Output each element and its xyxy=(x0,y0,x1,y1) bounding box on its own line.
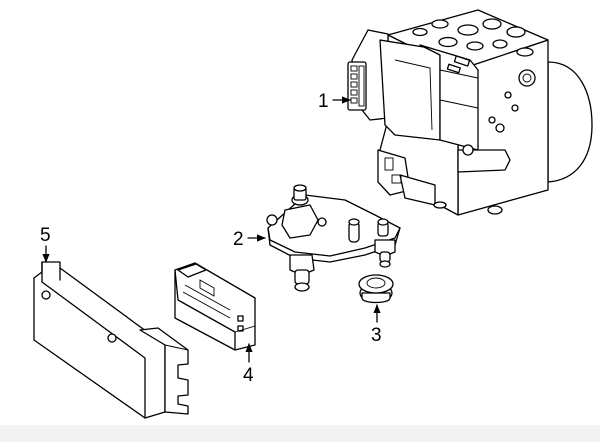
callout-label-3: 3 xyxy=(371,325,382,346)
callout-1: 1 xyxy=(318,91,351,112)
callout-2: 2 xyxy=(233,229,266,250)
callout-5: 5 xyxy=(40,225,51,263)
part-5-large-bracket xyxy=(33,261,189,419)
part-3-grommet xyxy=(358,274,394,304)
callout-label-2: 2 xyxy=(233,229,244,250)
callout-label-5: 5 xyxy=(40,225,51,246)
part-1-abs-hydraulic-unit xyxy=(347,9,593,216)
callout-4: 4 xyxy=(243,343,254,386)
part-4-module-bracket xyxy=(174,262,256,351)
callout-3: 3 xyxy=(371,304,382,346)
callout-label-1: 1 xyxy=(318,91,329,112)
part-2-mounting-bracket xyxy=(266,184,401,292)
callout-label-4: 4 xyxy=(243,365,254,386)
footer-band xyxy=(0,425,600,442)
